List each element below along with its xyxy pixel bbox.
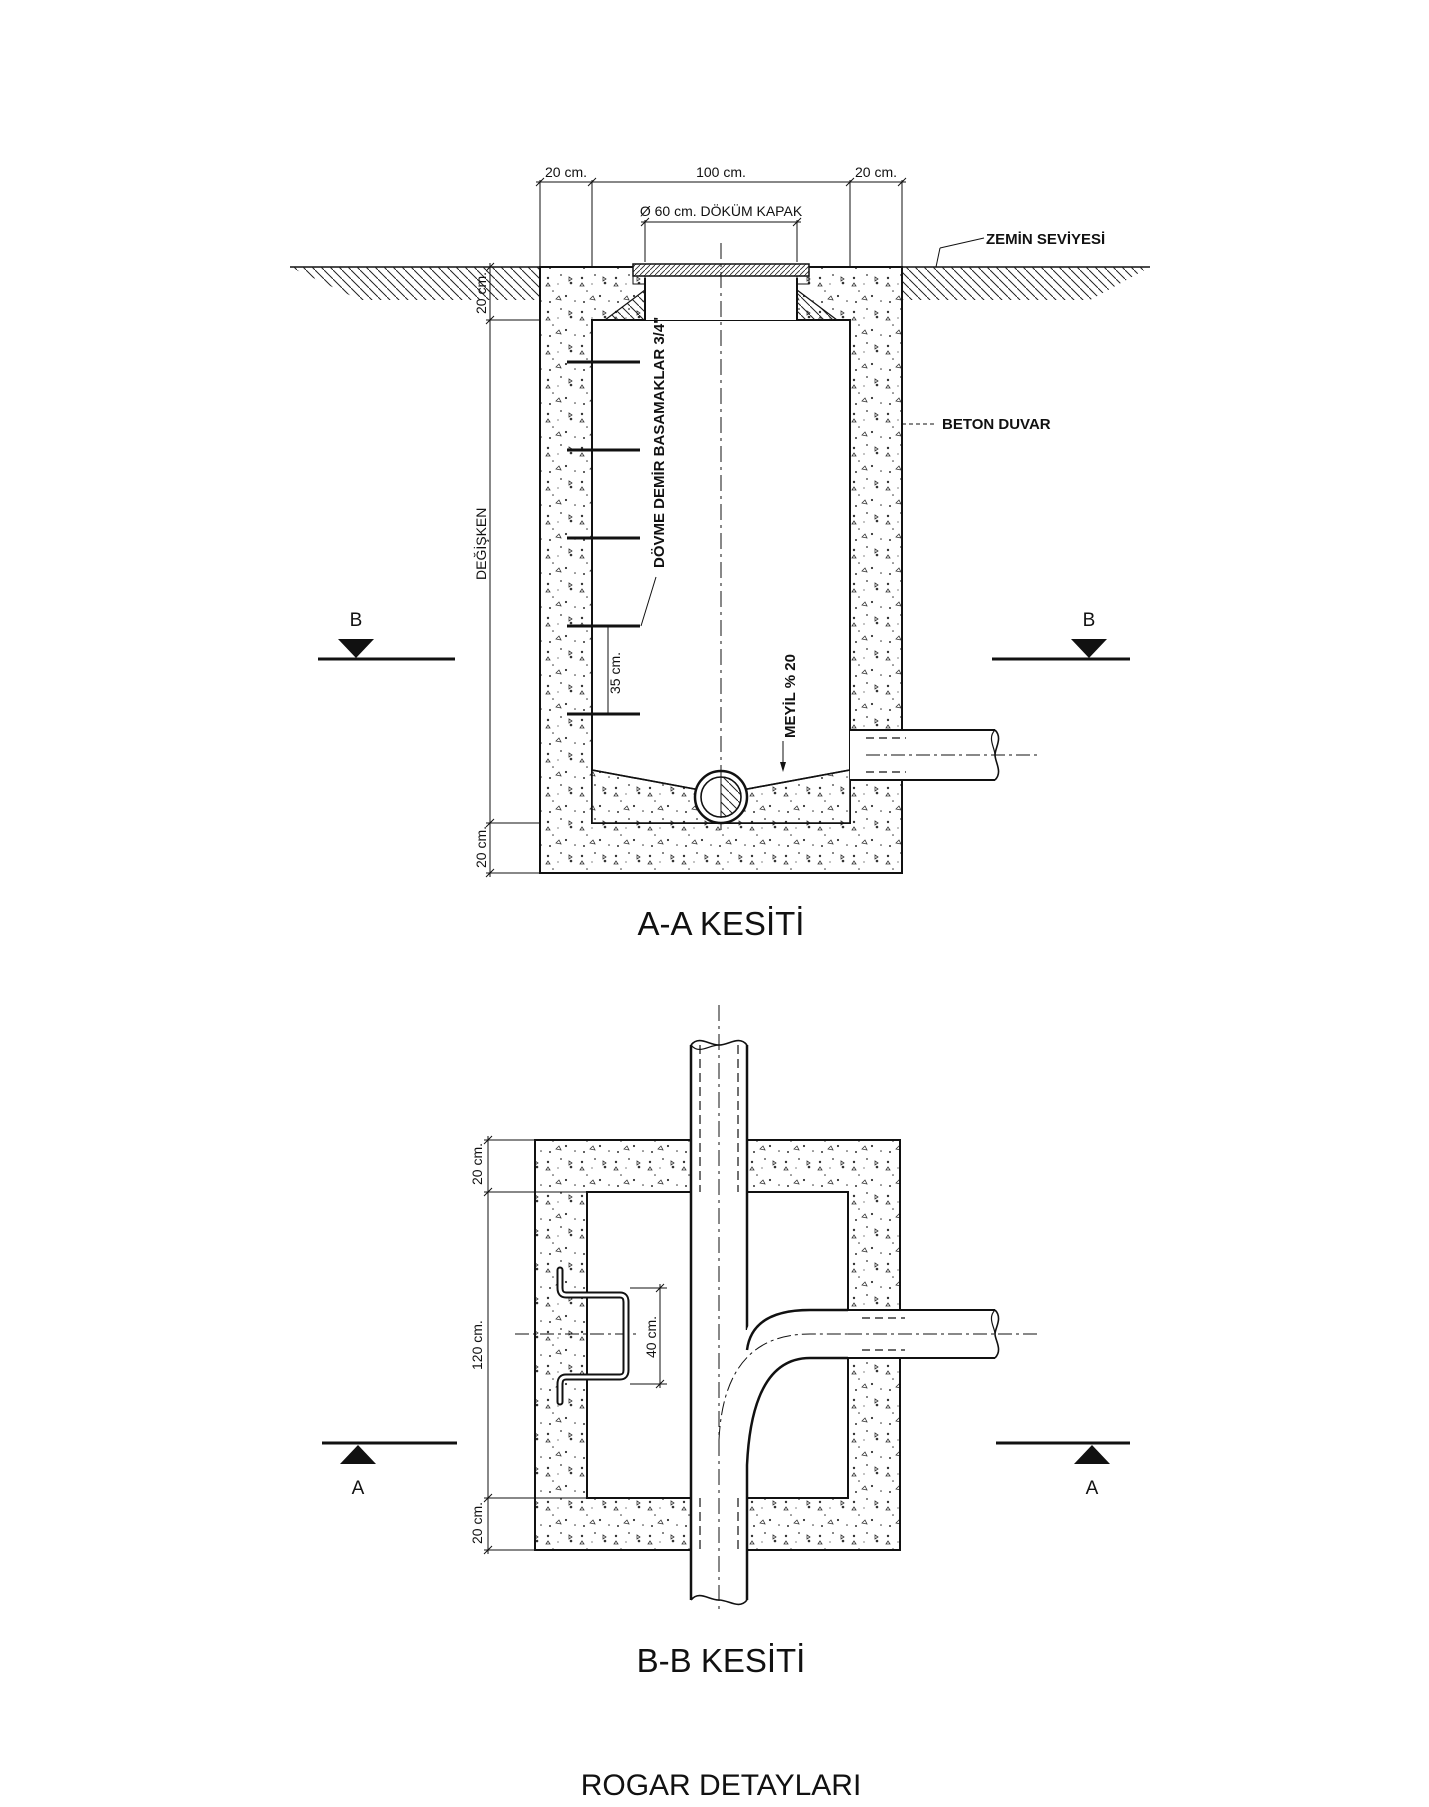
cover-label: Ø 60 cm. DÖKÜM KAPAK	[640, 202, 803, 219]
left-dimensions-bb	[483, 1135, 587, 1555]
section-aa-title: A-A KESİTİ	[638, 905, 805, 942]
svg-text:A: A	[352, 1478, 365, 1499]
dim-variable-aa: DEĞİŞKEN	[472, 508, 489, 580]
ground-level-label: ZEMİN SEVİYESİ	[986, 231, 1105, 248]
svg-text:B: B	[1083, 610, 1096, 631]
dim-inner-aa: 100 cm.	[696, 164, 746, 180]
ladder-label: DÖVME DEMİR BASAMAKLAR 3/4"	[651, 317, 668, 568]
left-dimensions-aa	[485, 262, 540, 878]
dim-top-slab-aa: 20 cm.	[473, 272, 489, 314]
top-dimensions-aa	[535, 177, 907, 267]
slope-label: MEYİL % 20	[782, 654, 799, 738]
dim-top-wall-bb: 20 cm.	[469, 1143, 485, 1185]
branch-pipe-bb	[718, 1308, 1040, 1466]
section-bb: 40 cm. 20 cm. 120 cm. 20 cm. A A B-B K	[322, 1005, 1130, 1679]
dim-right-wall-aa: 20 cm.	[855, 164, 897, 180]
cut-marker-b-right: B	[992, 610, 1130, 661]
ladder-width-dim: 40 cm.	[643, 1316, 659, 1358]
cut-marker-b-left: B	[318, 610, 455, 661]
earth-hatch-right	[902, 267, 1150, 300]
concrete-wall-label: BETON DUVAR	[942, 416, 1051, 433]
earth-hatch-left	[290, 267, 540, 300]
dim-bottom-slab-aa: 20 cm.	[473, 826, 489, 868]
section-aa: DÖVME DEMİR BASAMAKLAR 3/4" 35 cm. MEYİL…	[290, 164, 1150, 942]
cut-marker-a-left: A	[322, 1441, 457, 1499]
dim-left-wall-aa: 20 cm.	[545, 164, 587, 180]
section-bb-title: B-B KESİTİ	[637, 1642, 806, 1679]
dim-inner-bb: 120 cm.	[469, 1320, 485, 1370]
outlet-pipe-aa	[850, 729, 1040, 781]
sheet-title: ROGAR DETAYLARI	[581, 1769, 862, 1802]
cut-marker-a-right: A	[996, 1441, 1130, 1499]
step-spacing-dim: 35 cm.	[607, 652, 623, 694]
svg-text:A: A	[1086, 1478, 1099, 1499]
dim-bottom-wall-bb: 20 cm.	[469, 1502, 485, 1544]
svg-text:B: B	[350, 610, 363, 631]
